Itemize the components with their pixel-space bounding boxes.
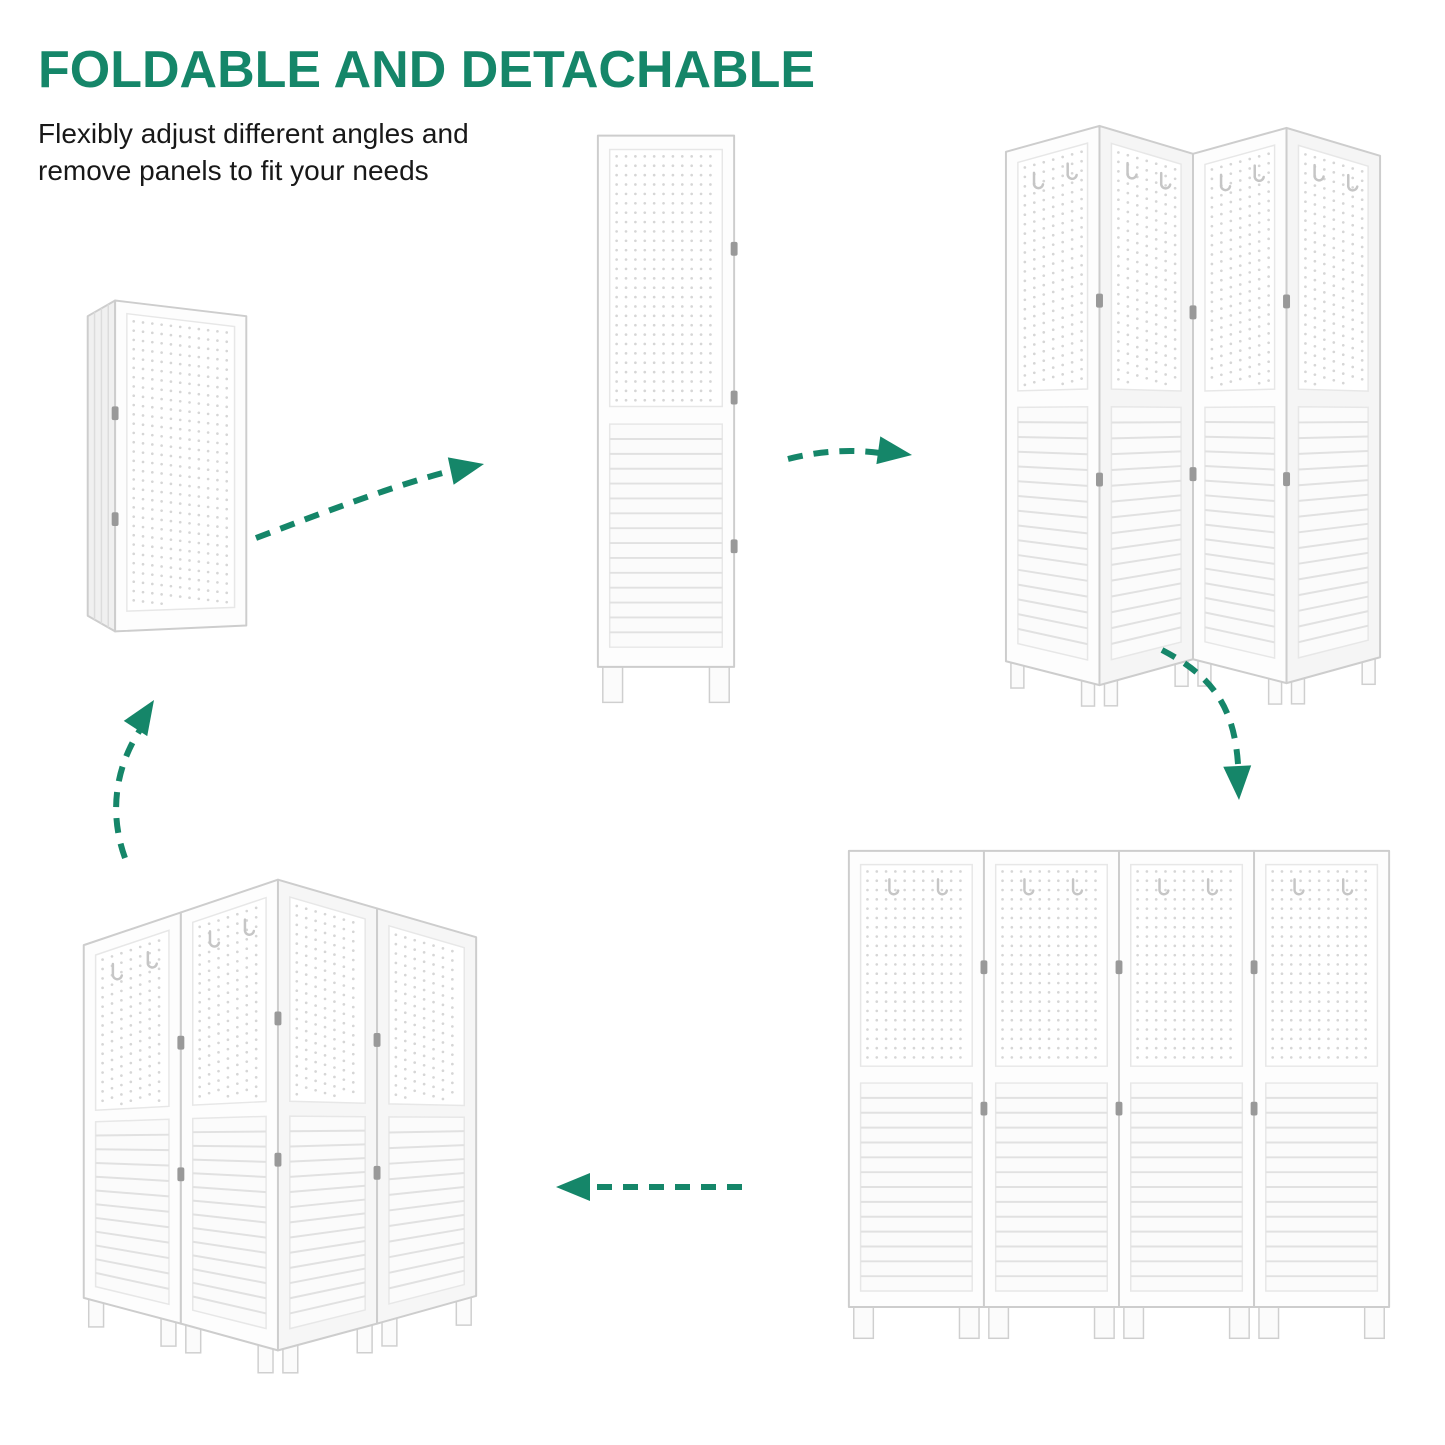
single-panel-illustration [596, 134, 738, 704]
arrow-stack-to-single [254, 467, 455, 541]
figure-four-panel-zigzag [996, 104, 1394, 713]
arrow-flat-to-corner-head [556, 1173, 590, 1201]
arrow-corner-to-stack-head [123, 700, 154, 737]
four-panel-corner-fold-illustration [82, 878, 478, 1374]
arrow-single-to-zigzag [787, 448, 881, 462]
figure-single-panel [588, 126, 744, 714]
folded-panel-stack-illustration [86, 299, 248, 633]
figure-folded-panel-stack [74, 284, 260, 644]
page-title: FOLDABLE AND DETACHABLE [38, 41, 816, 99]
arrow-zigzag-to-flat-head [1223, 765, 1252, 800]
arrow-single-to-zigzag-head [876, 436, 912, 465]
arrow-corner-to-stack [113, 728, 143, 860]
subtitle-line-2: remove panels to fit your needs [38, 154, 429, 186]
header: FOLDABLE AND DETACHABLE Flexibly adjust … [38, 40, 815, 190]
figure-four-panel-corner-fold [56, 850, 492, 1393]
four-panel-zigzag-illustration [1004, 124, 1382, 707]
four-panel-flat-illustration [847, 849, 1391, 1340]
arrow-stack-to-single-head [447, 457, 484, 485]
page-subtitle: Flexibly adjust different angles and rem… [38, 116, 815, 190]
figure-four-panel-flat [843, 845, 1395, 1354]
subtitle-line-1: Flexibly adjust different angles and [38, 118, 469, 149]
